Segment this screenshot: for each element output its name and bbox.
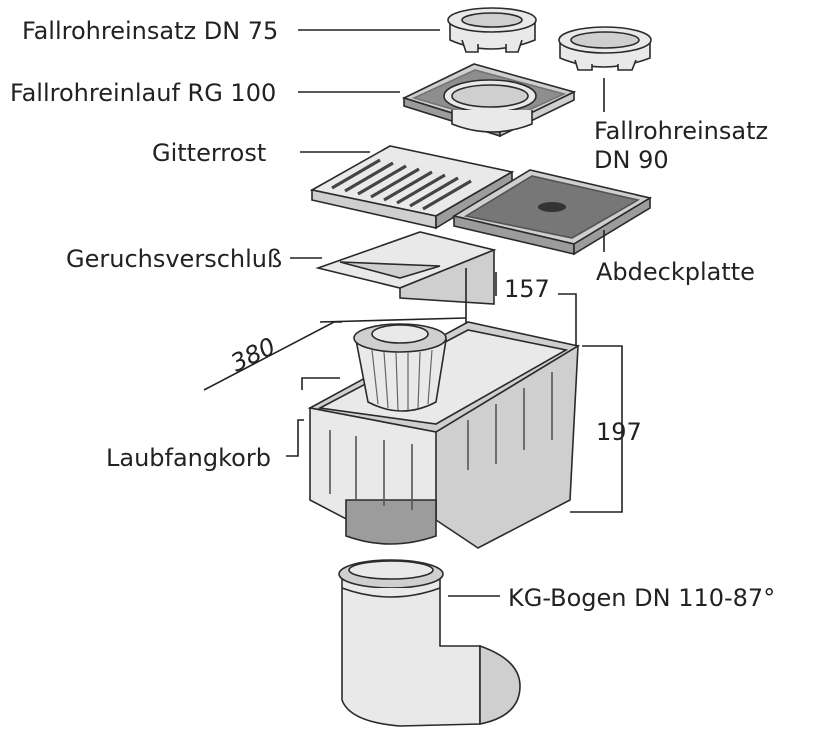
geruchsverschluss-part <box>315 231 497 305</box>
fallrohreinsatz-dn90-part <box>558 26 652 71</box>
label-fallrohreinlauf-rg100: Fallrohreinlauf RG 100 <box>10 79 276 107</box>
fallrohreinlauf-rg100-part <box>401 63 577 138</box>
dimension-lines <box>203 268 623 513</box>
kg-bogen-part <box>338 559 521 727</box>
dimension-height-197: 197 <box>596 418 642 446</box>
dimension-length-380: 380 <box>226 332 279 377</box>
label-fallrohreinsatz-dn90-line2: DN 90 <box>594 146 669 174</box>
label-abdeckplatte: Abdeckplatte <box>596 258 755 286</box>
label-laubfangkorb: Laubfangkorb <box>106 444 271 472</box>
dimension-depth-157: 157 <box>504 275 550 303</box>
laubfangkorb-part <box>353 323 447 412</box>
fallrohreinsatz-dn75-part <box>447 7 537 53</box>
gitterrost-part <box>309 145 515 230</box>
label-geruchsverschluss: Geruchsverschluß <box>66 245 282 273</box>
label-fallrohreinsatz-dn90-line1: Fallrohreinsatz <box>594 117 768 145</box>
label-fallrohreinsatz-dn75: Fallrohreinsatz DN 75 <box>22 17 278 45</box>
leader-lines <box>286 29 605 597</box>
abdeckplatte-part <box>451 169 653 256</box>
label-kg-bogen: KG-Bogen DN 110-87° <box>508 584 775 612</box>
label-gitterrost: Gitterrost <box>152 139 266 167</box>
